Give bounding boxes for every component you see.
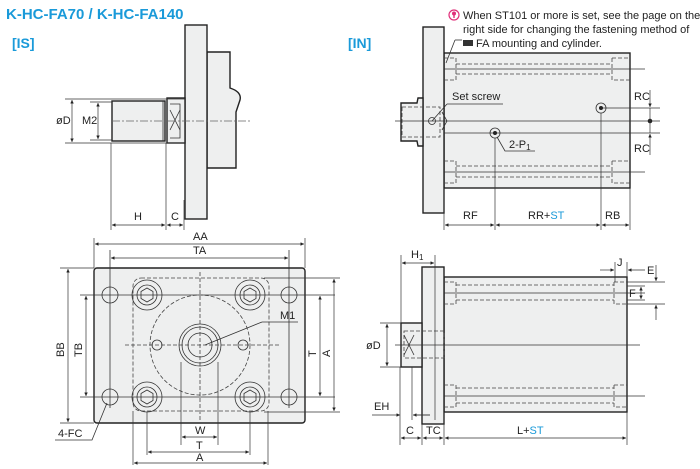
dim-rf: RF (463, 210, 478, 222)
page-title: K-HC-FA70 / K-HC-FA140 (6, 6, 184, 23)
dim-h1: H1 (411, 249, 424, 262)
dim-e: E (647, 265, 654, 277)
dim-od-is: øD (56, 115, 71, 127)
side-cylinder-body (443, 276, 628, 413)
dim-h: H (134, 211, 142, 223)
label-set-screw: Set screw (452, 91, 500, 103)
dim-c-is: C (171, 211, 179, 223)
dim-rc-top: RC (634, 91, 650, 103)
dim-c-side: C (406, 425, 414, 437)
in-cylinder-body (443, 52, 631, 189)
is-view: øD M2 H C (56, 24, 250, 230)
dim-j: J (617, 257, 623, 269)
dim-tb: TB (73, 343, 85, 357)
is-boss (166, 97, 186, 144)
dim-t-right: T (307, 350, 319, 357)
in-boss (400, 97, 424, 147)
in-view: RC RC Set screw 2-P1 RF RR+ST RB When ST… (395, 9, 700, 230)
dim-ta: TA (193, 245, 207, 257)
note-line-3: FA mounting and cylinder. (476, 38, 602, 50)
front-view: AA TA BB TB T A M1 4-FC W T A (55, 231, 340, 465)
in-mounting-plate (422, 26, 445, 214)
view-label-in: [IN] (348, 35, 371, 51)
page-reference-icon[interactable] (463, 40, 473, 46)
dim-rc-bottom: RC (634, 143, 650, 155)
dim-f: F (629, 288, 636, 300)
dim-eh: EH (374, 401, 389, 413)
is-mounting-plate (184, 24, 208, 220)
dim-tc: TC (426, 425, 441, 437)
note-line-1: When ST101 or more is set, see the page … (463, 10, 700, 22)
side-view: H1 J E F øD EH C TC L+S (366, 249, 665, 445)
view-label-is: [IS] (12, 35, 35, 51)
label-m1: M1 (280, 310, 295, 322)
dim-aa: AA (193, 231, 208, 243)
dim-w: W (195, 425, 206, 437)
dim-rb: RB (605, 210, 620, 222)
dim-t-bottom: T (196, 440, 203, 452)
caution-icon (448, 9, 460, 21)
note-line-2: right side for changing the fastening me… (463, 24, 690, 36)
dim-bb: BB (55, 342, 67, 357)
dim-m2: M2 (82, 115, 97, 127)
dim-l-st: L+ST (517, 425, 544, 437)
dim-a-right: A (321, 349, 333, 357)
side-mounting-plate (421, 266, 445, 425)
label-p1: 2-P1 (509, 139, 531, 152)
front-plate (93, 267, 306, 424)
dim-a-bottom: A (196, 452, 204, 464)
label-fc: 4-FC (58, 428, 83, 440)
dim-rr-st: RR+ST (528, 210, 565, 222)
is-cylinder-body (206, 51, 241, 169)
dim-od-side: øD (366, 340, 381, 352)
